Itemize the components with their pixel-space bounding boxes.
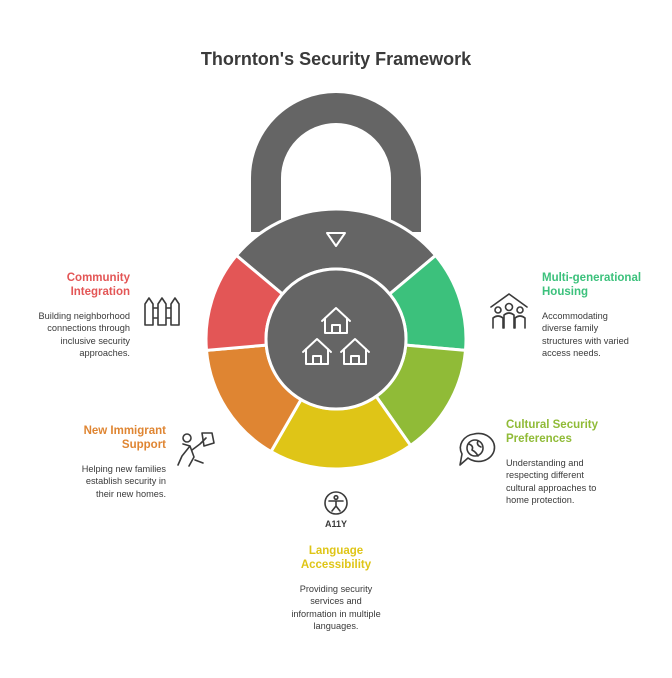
language-desc-line3: information in multiple: [291, 608, 381, 619]
community-title-line1: Community: [66, 272, 130, 284]
multigen-desc-line1: Accommodating: [542, 311, 608, 321]
family-house-icon: [490, 293, 528, 329]
globe-chat-icon: [459, 432, 496, 466]
lock-hub: [264, 267, 408, 411]
cultural-desc-line3: cultural approaches to: [506, 482, 597, 493]
community-integration-block: Community Integration Building neighborh…: [10, 271, 130, 360]
immigrant-desc-line1: Helping new families: [81, 464, 166, 474]
community-title-line2: Integration: [70, 286, 130, 298]
language-title-line1: Language: [308, 545, 364, 557]
immigrant-desc-line2: establish security in: [85, 476, 166, 487]
immigrant-title-line2: Support: [121, 439, 166, 451]
accessibility-icon-label: A11Y: [325, 519, 347, 529]
community-desc-line2: connections through: [47, 323, 130, 334]
language-desc-line2: services and: [310, 596, 362, 607]
multigen-title-line1: Multi-generational: [542, 272, 642, 284]
cultural-security-preferences-block: Cultural Security Preferences Understand…: [506, 418, 636, 507]
language-desc-line4: languages.: [313, 621, 359, 632]
cultural-title-line2: Preferences: [506, 433, 572, 445]
triangle-down-icon: [326, 232, 346, 247]
multigen-desc-line3: structures with varied: [542, 335, 629, 346]
language-title-line2: Accessibility: [300, 559, 372, 571]
language-desc-line1: Providing security: [299, 584, 373, 594]
cultural-desc-line4: home protection.: [506, 495, 575, 506]
community-desc-line1: Building neighborhood: [38, 311, 130, 321]
traveler-icon: [177, 432, 215, 467]
lock-shackle: [251, 93, 421, 232]
community-desc-line4: approaches.: [79, 348, 130, 359]
community-desc-line3: inclusive security: [60, 335, 130, 346]
diagram-title: Thornton's Security Framework: [200, 49, 472, 69]
immigrant-desc-line3: their new homes.: [96, 488, 166, 499]
accessibility-icon: [324, 491, 348, 515]
houses-icon: [302, 307, 370, 365]
multigenerational-housing-block: Multi-generational Housing Accommodating…: [542, 271, 667, 360]
cultural-desc-line1: Understanding and: [506, 458, 584, 468]
cultural-desc-line2: respecting different: [506, 470, 584, 481]
multigen-desc-line4: access needs.: [542, 348, 601, 359]
cultural-title-line1: Cultural Security: [506, 419, 599, 431]
multigen-desc-line2: diverse family: [542, 323, 599, 334]
new-immigrant-support-block: New Immigrant Support Helping new famili…: [36, 424, 166, 500]
multigen-title-line2: Housing: [542, 286, 588, 298]
language-accessibility-block: Language Accessibility Providing securit…: [271, 544, 401, 633]
fence-icon: [144, 297, 180, 326]
immigrant-title-line1: New Immigrant: [83, 425, 166, 437]
